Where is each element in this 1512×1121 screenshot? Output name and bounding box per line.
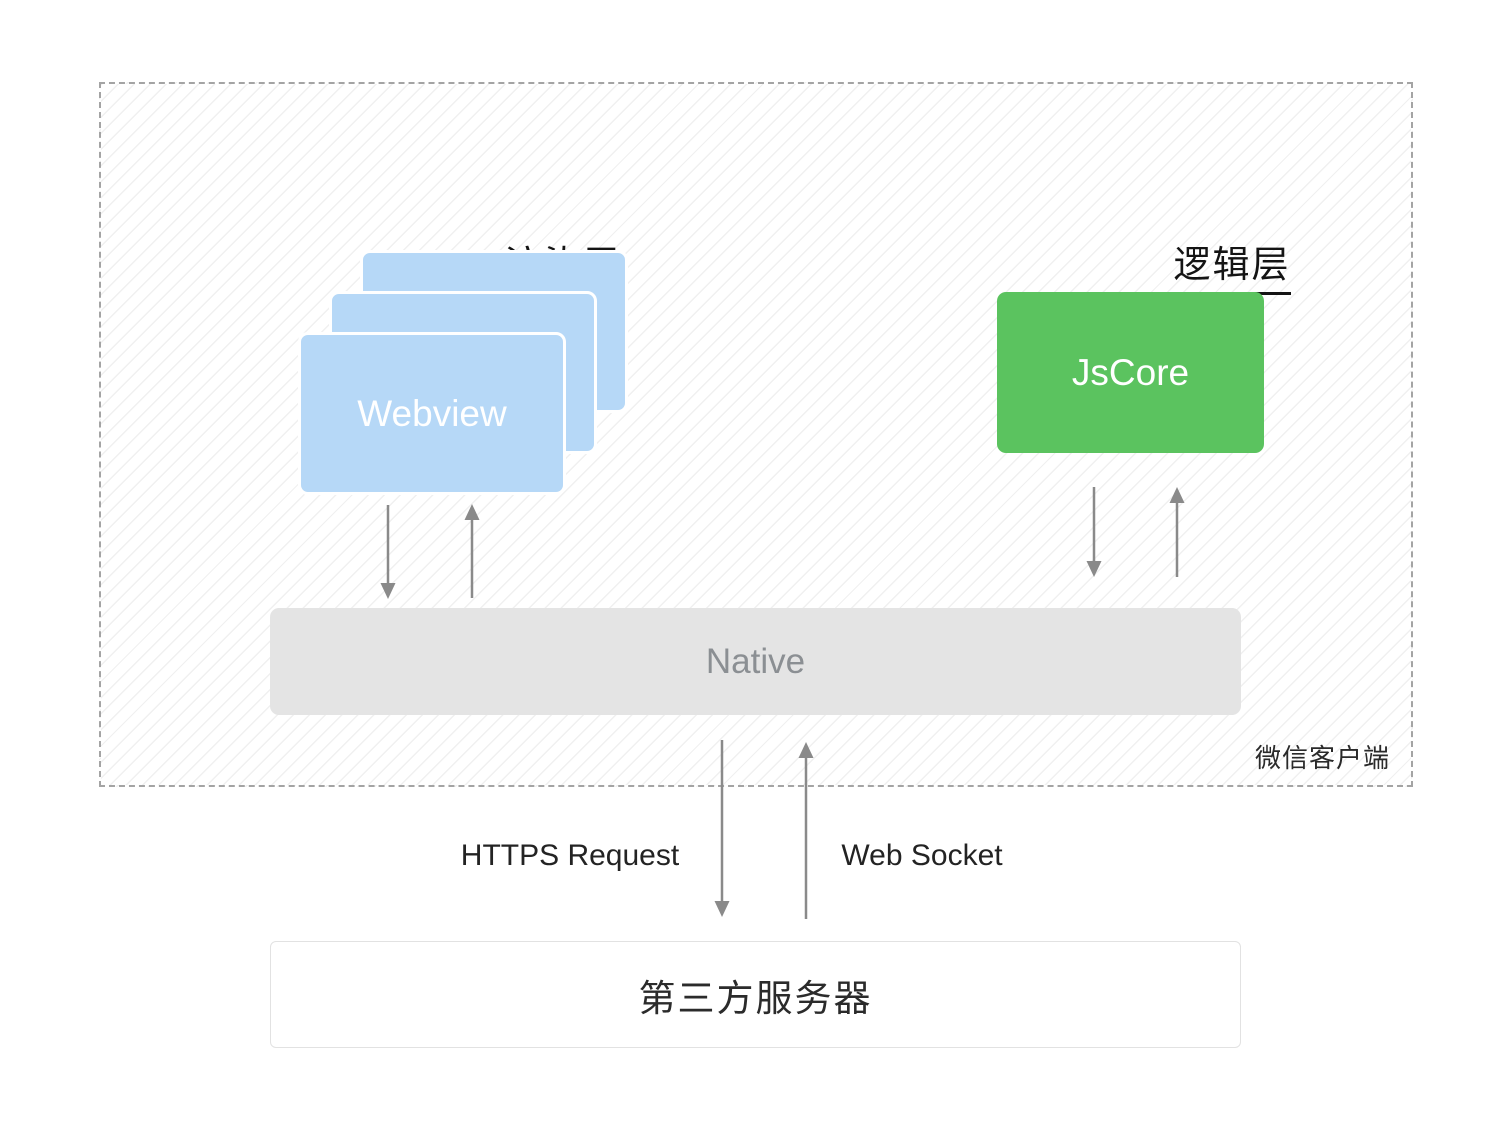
webview-label: Webview [357, 392, 507, 434]
web-socket-label: Web Socket [841, 839, 1003, 872]
webview-card: Webview [298, 332, 566, 495]
jscore-box: JsCore [997, 292, 1264, 453]
logic-layer-title-text: 逻辑层 [1173, 234, 1291, 295]
wechat-client-label: 微信客户端 [1254, 743, 1390, 773]
native-label: Native [705, 641, 806, 681]
third-party-server-label: 第三方服务器 [638, 977, 873, 1019]
https-request-label: HTTPS Request [460, 839, 680, 872]
third-party-server-box: 第三方服务器 [270, 941, 1241, 1048]
logic-layer-title: 逻辑层 [1082, 234, 1382, 295]
native-bar: Native [270, 608, 1241, 715]
jscore-label: JsCore [1071, 351, 1190, 393]
